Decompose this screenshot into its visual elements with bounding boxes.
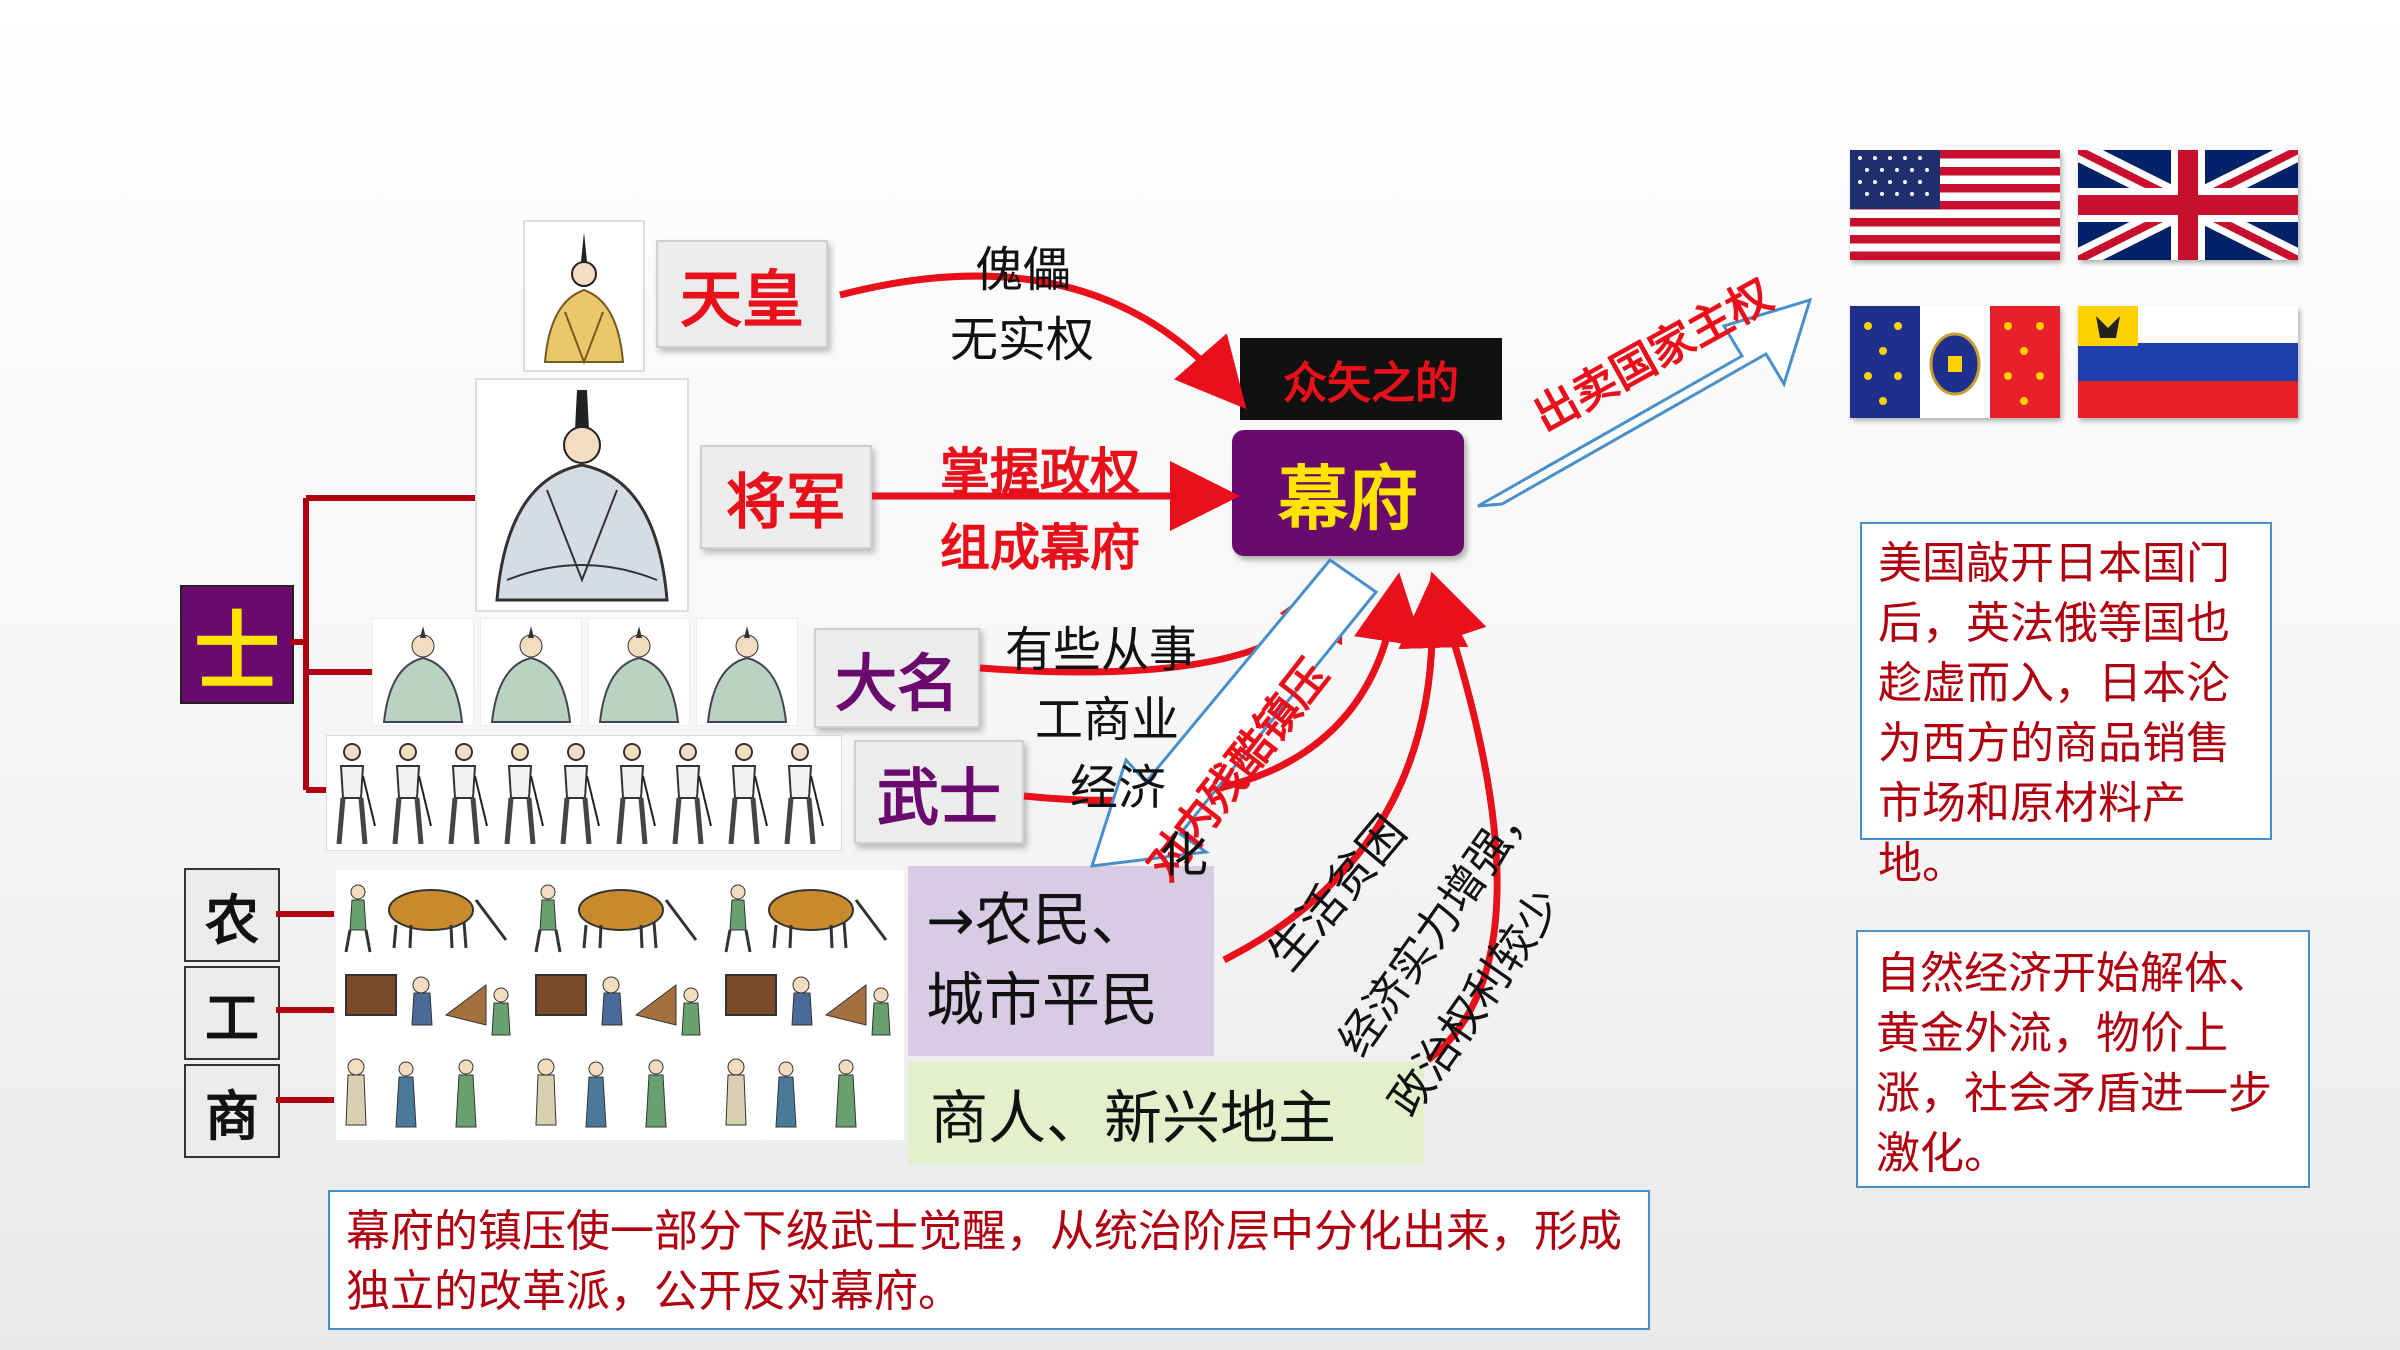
shogun-figure xyxy=(475,378,689,612)
gong-box: 工 xyxy=(184,966,280,1060)
sell-sovereignty-text: 出卖国家主权 xyxy=(1525,269,1781,443)
daimyo-figure xyxy=(480,618,582,726)
samurai-label: 武士 xyxy=(854,740,1024,844)
commoner-connectors xyxy=(276,911,334,1103)
merchants-text: 商人、新兴地主 xyxy=(930,1084,1337,1152)
puppet-label: 傀儡 xyxy=(975,230,1071,300)
form-bakufu-text: 组成幕府 xyxy=(940,519,1140,577)
shogun-text: 将军 xyxy=(726,467,846,538)
daimyo-figure xyxy=(372,618,474,726)
shi-text: 士 xyxy=(194,603,280,703)
no-power-text: 无实权 xyxy=(950,312,1095,368)
uk-flag xyxy=(2073,140,2303,270)
some-engage-text: 有些从事 xyxy=(1005,622,1198,678)
hua-label: 化 xyxy=(1160,815,1208,885)
bakufu-text: 幕府 xyxy=(1278,457,1418,540)
hua-text: 化 xyxy=(1160,827,1209,883)
nong-box: 农 xyxy=(184,868,280,962)
nong-text: 农 xyxy=(205,888,259,952)
some-engage-label: 有些从事 xyxy=(1005,610,1197,680)
daimyo-text: 大名 xyxy=(834,647,959,720)
shang-box: 商 xyxy=(184,1064,280,1158)
citizens-text: 城市平民 xyxy=(926,966,1159,1034)
commerce-text: 工商业 xyxy=(1035,692,1180,748)
daimyo-figure xyxy=(696,618,798,726)
shi-class-box: 士 xyxy=(180,585,294,704)
merchants-box: 商人、新兴地主 xyxy=(908,1062,1424,1164)
peasant-illustrations xyxy=(336,870,904,1140)
sell-sovereignty-label: 出卖国家主权 xyxy=(1520,243,1811,443)
target-text: 众矢之的 xyxy=(1283,358,1459,409)
no-power-label: 无实权 xyxy=(950,300,1094,370)
hold-power-text: 掌握政权 xyxy=(940,443,1140,501)
hold-power-label: 掌握政权 xyxy=(940,432,1140,504)
shang-text: 商 xyxy=(205,1084,259,1148)
farmers-box: →农民、 城市平民 xyxy=(908,866,1214,1056)
france-flag xyxy=(1850,306,2060,418)
target-label: 众矢之的 xyxy=(1240,338,1502,420)
emperor-label: 天皇 xyxy=(656,240,828,348)
reform-note-text: 幕府的镇压使一部分下级武士觉醒，从统治阶层中分化出来，形成独立的改革派，公开反对… xyxy=(346,1206,1622,1317)
daimyo-figures xyxy=(372,618,800,726)
samurai-text: 武士 xyxy=(876,761,1001,834)
daimyo-label: 大名 xyxy=(814,628,980,728)
western-powers-text: 美国敲开日本国门后，英法俄等国也趁虚而入，日本沦为西方的商品销售市场和原材料产地… xyxy=(1878,538,2230,889)
samurai-figures xyxy=(326,735,842,851)
puppet-text: 傀儡 xyxy=(975,242,1072,298)
form-bakufu-label: 组成幕府 xyxy=(940,508,1140,580)
emperor-figure xyxy=(523,220,645,372)
economy-note: 自然经济开始解体、黄金外流，物价上涨，社会矛盾进一步激化。 xyxy=(1856,930,2310,1188)
commerce-label: 工商业 xyxy=(1035,680,1179,750)
russia-flag xyxy=(2078,306,2298,418)
emperor-text: 天皇 xyxy=(679,263,804,336)
gong-text: 工 xyxy=(205,986,259,1050)
farmers-text: →农民、 xyxy=(926,886,1149,954)
reform-note: 幕府的镇压使一部分下级武士觉醒，从统治阶层中分化出来，形成独立的改革派，公开反对… xyxy=(328,1190,1650,1330)
western-powers-note: 美国敲开日本国门后，英法俄等国也趁虚而入，日本沦为西方的商品销售市场和原材料产地… xyxy=(1860,522,2272,889)
economy-text: 经济 xyxy=(1070,760,1167,816)
daimyo-figure xyxy=(588,618,690,726)
shogun-label: 将军 xyxy=(700,445,872,549)
us-flag xyxy=(1850,150,2060,260)
economy-note-text: 自然经济开始解体、黄金外流，物价上涨，社会矛盾进一步激化。 xyxy=(1876,948,2272,1179)
bakufu-box: 幕府 xyxy=(1232,430,1464,556)
economy-label: 经济 xyxy=(1070,748,1166,818)
